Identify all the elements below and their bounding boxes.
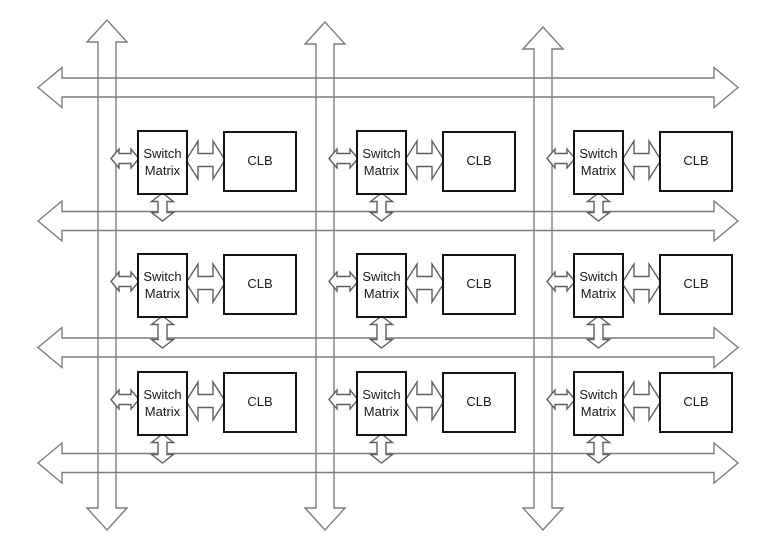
switch-matrix-label-line1: Switch [362,269,401,284]
horizontal-bus-arrow-4 [36,441,740,485]
switch-to-clb-arrow-icon [185,379,226,423]
clb-box: CLB [223,131,297,192]
switch-to-bus-arrow-icon [368,315,395,349]
horizontal-bus-arrow-3 [36,326,740,369]
bus-to-switch-arrow-icon [546,388,576,411]
switch-matrix-box: Switch Matrix [137,253,188,318]
clb-box: CLB [442,372,516,433]
clb-box: CLB [223,372,297,433]
switch-to-clb-arrow-icon [621,379,662,423]
switch-matrix-label-line2: Matrix [580,285,617,301]
switch-matrix-box: Switch Matrix [573,253,624,318]
switch-matrix-label-line1: Switch [579,146,618,161]
vertical-bus-arrow-3 [521,25,565,532]
switch-to-clb-arrow-icon [404,379,445,423]
switch-to-bus-arrow-icon [585,433,612,464]
clb-label: CLB [466,394,492,410]
switch-to-bus-arrow-icon [585,192,612,222]
switch-matrix-label-line1: Switch [143,146,182,161]
horizontal-bus-arrow-1 [36,66,740,109]
switch-to-clb-arrow-icon [621,261,662,305]
switch-to-clb-arrow-icon [185,261,226,305]
switch-matrix-label-line1: Switch [362,146,401,161]
switch-matrix-label-line2: Matrix [363,285,400,301]
switch-matrix-label-line1: Switch [579,387,618,402]
switch-matrix-label-line2: Matrix [363,162,400,178]
switch-to-clb-arrow-icon [185,138,226,182]
clb-label: CLB [683,394,709,410]
vertical-bus-arrow-1 [85,18,129,532]
switch-matrix-label-line2: Matrix [580,403,617,419]
switch-matrix-box: Switch Matrix [573,371,624,436]
switch-matrix-label-line2: Matrix [144,285,181,301]
switch-matrix-label-line1: Switch [143,387,182,402]
bus-to-switch-arrow-icon [546,147,576,170]
vertical-bus-arrow-2 [303,20,347,532]
switch-matrix-label-line1: Switch [143,269,182,284]
switch-to-bus-arrow-icon [149,315,176,349]
switch-to-bus-arrow-icon [585,315,612,349]
clb-label: CLB [683,153,709,169]
switch-matrix-box: Switch Matrix [356,371,407,436]
clb-box: CLB [442,254,516,315]
switch-matrix-label-line2: Matrix [580,162,617,178]
bus-to-switch-arrow-icon [110,388,140,411]
bus-to-switch-arrow-icon [110,147,140,170]
bus-to-switch-arrow-icon [546,270,576,293]
switch-matrix-label-line1: Switch [362,387,401,402]
switch-matrix-box: Switch Matrix [356,253,407,318]
switch-to-bus-arrow-icon [149,192,176,222]
clb-label: CLB [247,153,273,169]
switch-matrix-box: Switch Matrix [356,130,407,195]
clb-label: CLB [683,276,709,292]
switch-matrix-box: Switch Matrix [137,130,188,195]
bus-to-switch-arrow-icon [110,270,140,293]
clb-label: CLB [466,276,492,292]
switch-matrix-box: Switch Matrix [573,130,624,195]
clb-box: CLB [442,131,516,192]
switch-matrix-label-line2: Matrix [363,403,400,419]
clb-box: CLB [659,131,733,192]
clb-box: CLB [659,372,733,433]
switch-matrix-label-line2: Matrix [144,162,181,178]
switch-to-clb-arrow-icon [404,261,445,305]
switch-matrix-label-line1: Switch [579,269,618,284]
clb-label: CLB [466,153,492,169]
switch-to-clb-arrow-icon [621,138,662,182]
switch-matrix-label-line2: Matrix [144,403,181,419]
clb-box: CLB [223,254,297,315]
switch-to-bus-arrow-icon [368,433,395,464]
clb-box: CLB [659,254,733,315]
clb-label: CLB [247,276,273,292]
switch-to-bus-arrow-icon [368,192,395,222]
horizontal-bus-arrow-2 [36,199,740,243]
switch-to-bus-arrow-icon [149,433,176,464]
switch-to-clb-arrow-icon [404,138,445,182]
clb-label: CLB [247,394,273,410]
switch-matrix-box: Switch Matrix [137,371,188,436]
